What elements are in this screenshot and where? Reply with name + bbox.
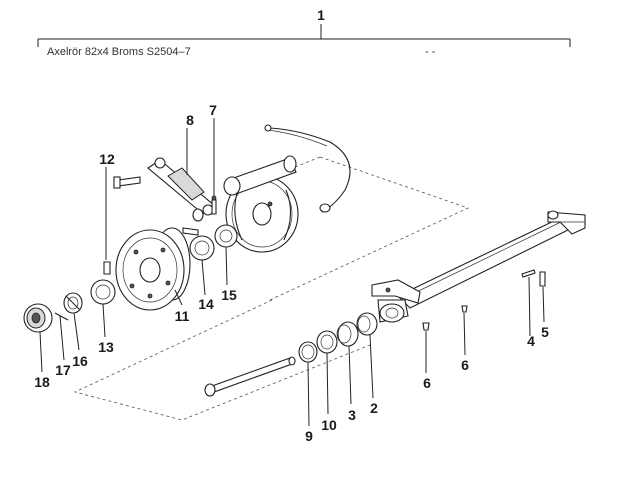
callout-7: 7 xyxy=(209,102,217,118)
callout-4: 4 xyxy=(527,333,535,349)
callout-17: 17 xyxy=(55,362,71,378)
pin-6b xyxy=(461,305,468,313)
mounting-bracket xyxy=(371,279,421,323)
callout-8: 8 xyxy=(186,112,194,128)
callout-18: 18 xyxy=(34,374,50,390)
axle-tube xyxy=(397,210,586,309)
callout-10: 10 xyxy=(321,417,337,433)
callout-14: 14 xyxy=(198,296,214,312)
leader-lines xyxy=(39,118,545,427)
pin-4 xyxy=(521,269,536,278)
callout-5: 5 xyxy=(541,324,549,340)
hub-cap xyxy=(23,303,53,333)
callout-3: 3 xyxy=(348,407,356,423)
cotter-pin xyxy=(54,312,69,321)
callout-9: 9 xyxy=(305,428,313,444)
bolt-12 xyxy=(103,176,199,275)
bearing-3 xyxy=(336,321,359,347)
callout-15: 15 xyxy=(221,287,237,303)
callout-6b: 6 xyxy=(461,357,469,373)
ring-10 xyxy=(316,330,338,354)
shock-absorber xyxy=(147,157,216,222)
bearing-13 xyxy=(90,279,116,305)
seal-14 xyxy=(189,235,215,261)
bearing-2 xyxy=(356,312,378,336)
callout-1: 1 xyxy=(317,7,325,23)
pin-5 xyxy=(539,271,546,287)
brake-cable xyxy=(264,124,351,213)
assembly-outline xyxy=(73,156,470,421)
callout-13: 13 xyxy=(98,339,114,355)
ring-9 xyxy=(298,341,318,363)
callout-11: 11 xyxy=(175,308,190,324)
brake-backplate xyxy=(223,155,299,253)
castle-nut xyxy=(63,292,83,314)
callout-6a: 6 xyxy=(423,375,431,391)
callout-12: 12 xyxy=(99,151,115,167)
title-dashes: - - xyxy=(425,46,436,58)
spindle-shaft xyxy=(204,356,296,397)
bearing-15 xyxy=(214,224,238,248)
pin-6a xyxy=(422,322,430,331)
diagram-title: Axelrör 82x4 Broms S2504–7 xyxy=(47,46,191,58)
bolt-7 xyxy=(211,195,217,215)
callout-2: 2 xyxy=(370,400,378,416)
brake-drum xyxy=(115,227,191,311)
assembly-bracket xyxy=(37,24,571,47)
callout-16: 16 xyxy=(72,353,88,369)
